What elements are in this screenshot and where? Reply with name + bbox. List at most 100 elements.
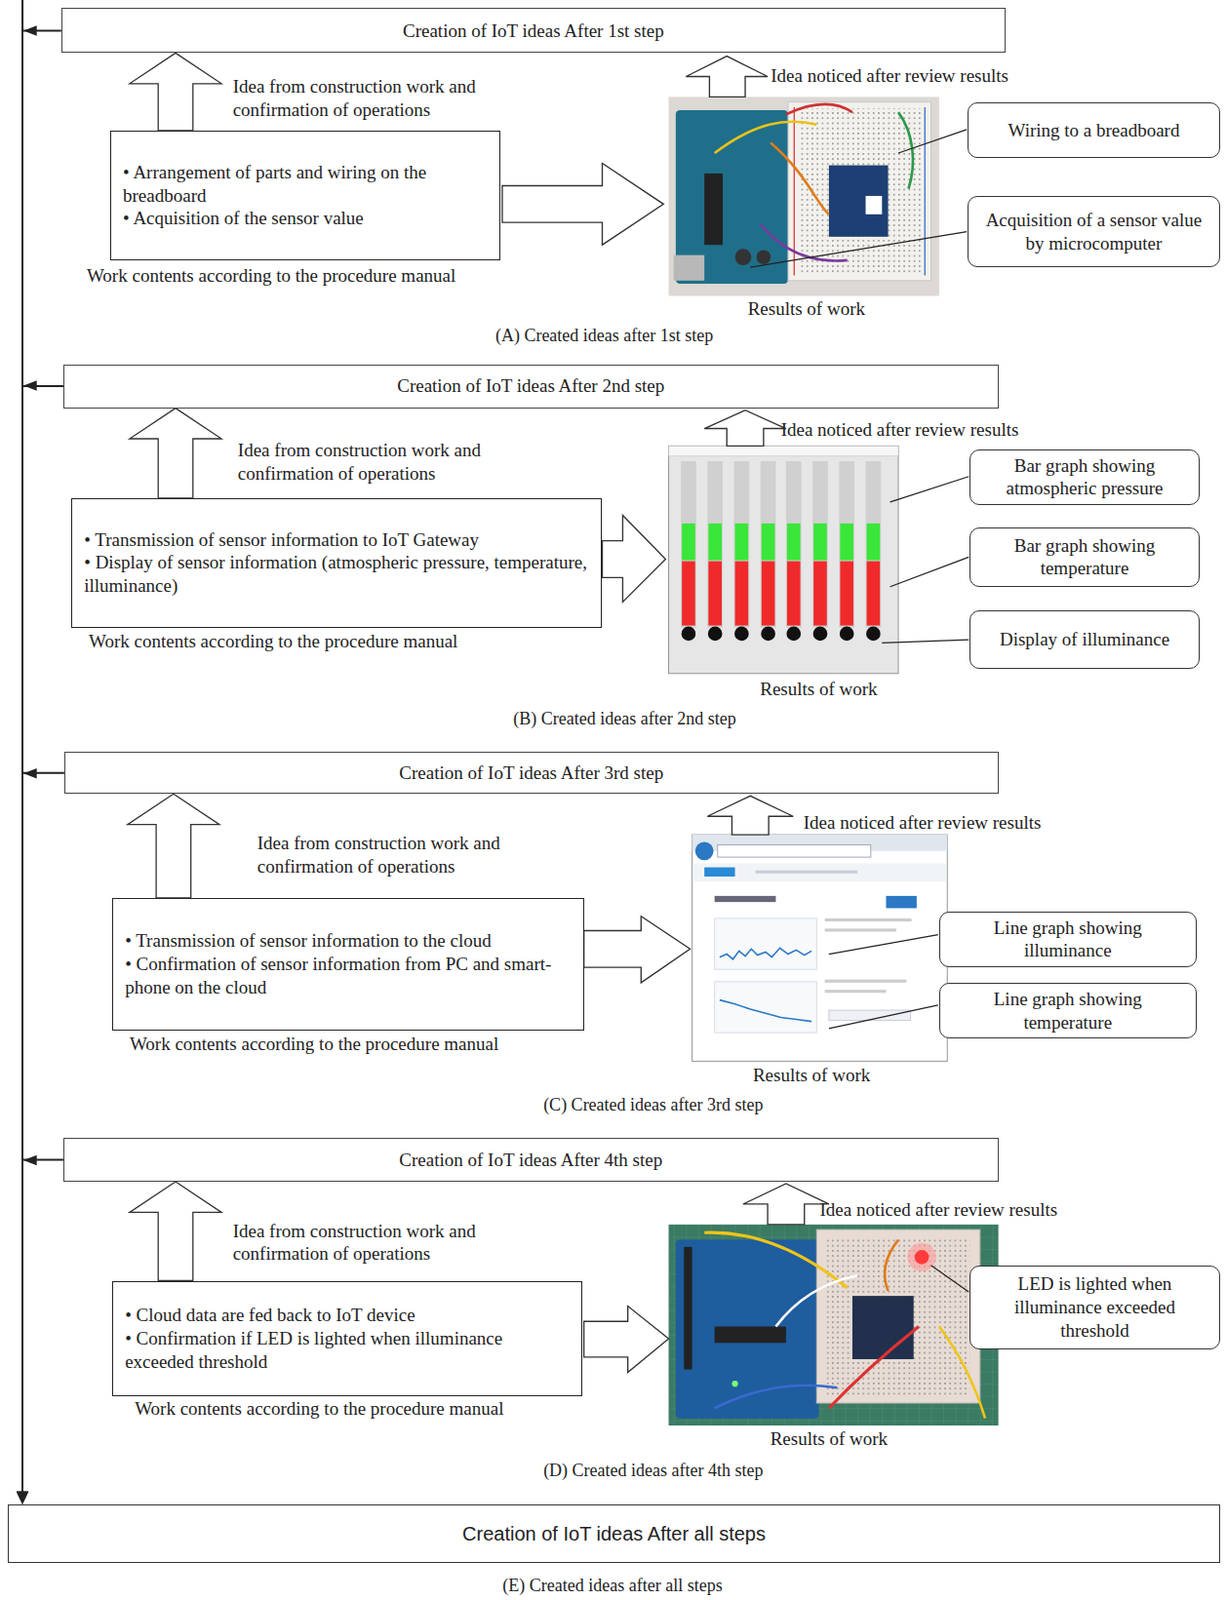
- timeline-line: [22, 386, 64, 1495]
- photo-ground: [669, 96, 940, 296]
- wire: [714, 121, 818, 154]
- pressure-bar: [681, 523, 696, 561]
- arrow-head: [16, 1492, 29, 1505]
- result-label: Results of work: [752, 1064, 871, 1088]
- hollow-arrow: [584, 1306, 670, 1374]
- illuminance-dot: [786, 627, 801, 642]
- wire: [775, 1275, 858, 1327]
- review-note: Idea noticed after review results: [781, 418, 1020, 442]
- timeline-line: [22, 30, 62, 1494]
- timeline-connector: [16, 773, 65, 1505]
- idea-box: Creation of IoT ideas After 1st step: [61, 7, 1006, 53]
- panel-caption: (B) Created ideas after 2nd step: [513, 708, 736, 731]
- temperature-bar: [761, 561, 776, 627]
- leader-line: [898, 129, 967, 154]
- header-menu: [755, 870, 859, 874]
- edge-label: Idea from construction work and confirma…: [237, 438, 504, 486]
- node-text: Wiring to a breadboard: [978, 118, 1210, 143]
- side-button: [829, 1010, 911, 1021]
- temperature-bar: [735, 561, 750, 627]
- manual-note: Work contents according to the procedure…: [129, 1032, 499, 1057]
- node-text: • Arrangement of parts and wiring on the…: [122, 160, 488, 208]
- callout-box: Line graph showing illuminance: [939, 911, 1197, 969]
- review-note: Idea noticed after review results: [803, 811, 1042, 835]
- node-text: Bar graph showing temperature: [980, 534, 1188, 582]
- wire: [704, 1232, 848, 1289]
- hollow-arrow: [129, 408, 222, 499]
- illuminance-dot: [866, 627, 881, 642]
- bar-tube: [734, 461, 751, 629]
- leader-line: [890, 476, 970, 503]
- status-led: [731, 1381, 738, 1387]
- wire: [760, 224, 848, 261]
- leader-line: [829, 935, 939, 955]
- idea-box: Creation of IoT ideas After 2nd step: [63, 364, 999, 409]
- review-note: Idea noticed after review results: [819, 1198, 1058, 1223]
- node-text: • Cloud data are fed back to IoT device: [124, 1304, 569, 1328]
- result-label: Results of work: [770, 1427, 888, 1452]
- illuminance-dot: [839, 627, 855, 642]
- illuminance-dot: [708, 627, 723, 642]
- illuminance-dot: [681, 627, 697, 642]
- side-text: [825, 928, 897, 932]
- pressure-bar: [839, 523, 854, 561]
- temperature-bar: [867, 561, 881, 627]
- manual-note: Work contents according to the procedure…: [134, 1397, 504, 1422]
- result-label: Results of work: [748, 297, 866, 321]
- xbee-sticker: [866, 196, 883, 215]
- node-text: Creation of IoT ideas After 3rd step: [398, 761, 664, 786]
- result-label: Results of work: [759, 677, 877, 702]
- work-box: • Transmission of sensor information to …: [112, 898, 585, 1031]
- side-text: [825, 918, 912, 922]
- pin-header: [683, 1247, 692, 1371]
- photo-ground: [669, 1225, 999, 1426]
- temperature-bar: [787, 561, 801, 627]
- node-text: Line graph showing temperature: [949, 988, 1187, 1035]
- node-text: Acquisition of a sensor value by microco…: [978, 208, 1210, 256]
- xbee-module: [829, 165, 889, 238]
- callout-box: Display of illuminance: [969, 610, 1199, 670]
- breadboard: [816, 1229, 980, 1404]
- callout-box: Line graph showing temperature: [939, 983, 1197, 1040]
- wire: [714, 1385, 838, 1410]
- hollow-arrow: [743, 1184, 830, 1226]
- illuminance-dot: [813, 627, 829, 642]
- node-text: • Transmission of sensor information to …: [83, 528, 590, 553]
- pressure-bar: [708, 523, 722, 561]
- temperature-bar: [813, 561, 828, 627]
- idea-arrow: [129, 408, 222, 499]
- hollow-arrow: [502, 162, 664, 245]
- panel-caption: (C) Created ideas after 3rd step: [543, 1094, 763, 1117]
- node-text: Line graph showing illuminance: [949, 916, 1187, 964]
- temperature-bar: [839, 561, 854, 627]
- timeline-line: [22, 773, 65, 1495]
- wire: [770, 143, 830, 215]
- hollow-arrow: [129, 52, 222, 131]
- node-text: Creation of IoT ideas After 1st step: [402, 19, 665, 43]
- node-text: Display of illuminance: [980, 628, 1188, 652]
- power-rail: [924, 107, 926, 277]
- bar-tube: [866, 461, 882, 629]
- panel-caption: (D) Created ideas after 4th step: [543, 1460, 763, 1483]
- manual-note: Work contents according to the procedure…: [88, 630, 458, 654]
- hollow-arrow: [707, 795, 793, 835]
- timeline: [21, 0, 24, 31]
- panel-caption: (E) Created ideas after all steps: [502, 1575, 722, 1598]
- title-bar: [669, 445, 899, 456]
- node-text: Creation of IoT ideas After 4th step: [398, 1148, 663, 1173]
- manual-note: Work contents according to the procedure…: [86, 264, 456, 288]
- node-text: • Display of sensor information (atmosph…: [83, 551, 590, 598]
- callout-box: Acquisition of a sensor value by microco…: [967, 196, 1221, 268]
- illuminance-dot: [760, 627, 776, 642]
- page-title: [714, 896, 777, 903]
- node-text: Bar graph showing atmospheric pressure: [980, 454, 1188, 502]
- pressure-bar: [787, 523, 801, 561]
- chip: [714, 1327, 787, 1345]
- leader-line: [750, 232, 967, 269]
- arrow-head: [16, 1492, 29, 1505]
- breadboard: [788, 102, 932, 281]
- node-text: • Acquisition of the sensor value: [122, 206, 488, 231]
- idea-arrow: [129, 1182, 222, 1282]
- xbee-module: [852, 1296, 914, 1360]
- hollow-arrow: [602, 515, 667, 603]
